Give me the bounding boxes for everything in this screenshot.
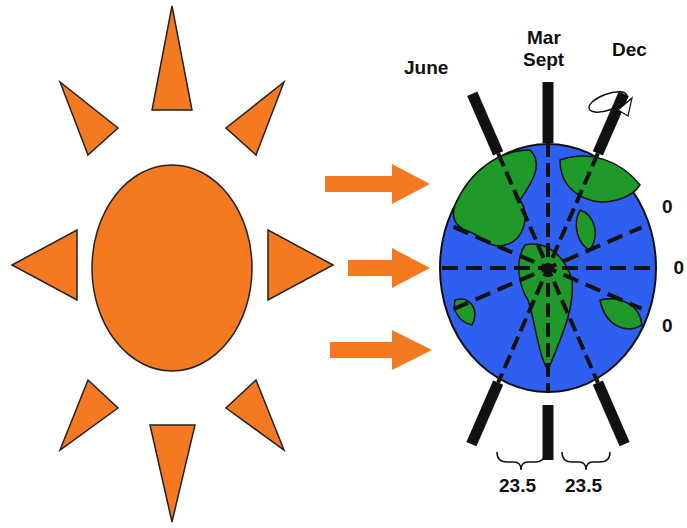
- axis-lines: [377, 53, 687, 485]
- angle-label: 23.5: [565, 476, 602, 497]
- sun-rays: [325, 164, 432, 370]
- month-label: Mar: [527, 28, 561, 49]
- degree-label: 0: [673, 258, 684, 279]
- dec-axis: [377, 53, 687, 485]
- equinox-axis: [442, 82, 655, 460]
- month-label: Dec: [612, 40, 647, 61]
- earth: [440, 144, 656, 392]
- month-label: June: [404, 58, 448, 79]
- rotation-arrow: [586, 88, 632, 117]
- june-axis: [378, 53, 687, 485]
- degree-label: 0: [662, 316, 673, 337]
- angle-braces: [497, 452, 610, 470]
- angle-label: 23.5: [499, 476, 536, 497]
- degree-label: 0: [662, 197, 673, 218]
- month-label: Sept: [523, 50, 564, 71]
- sun: [12, 6, 333, 522]
